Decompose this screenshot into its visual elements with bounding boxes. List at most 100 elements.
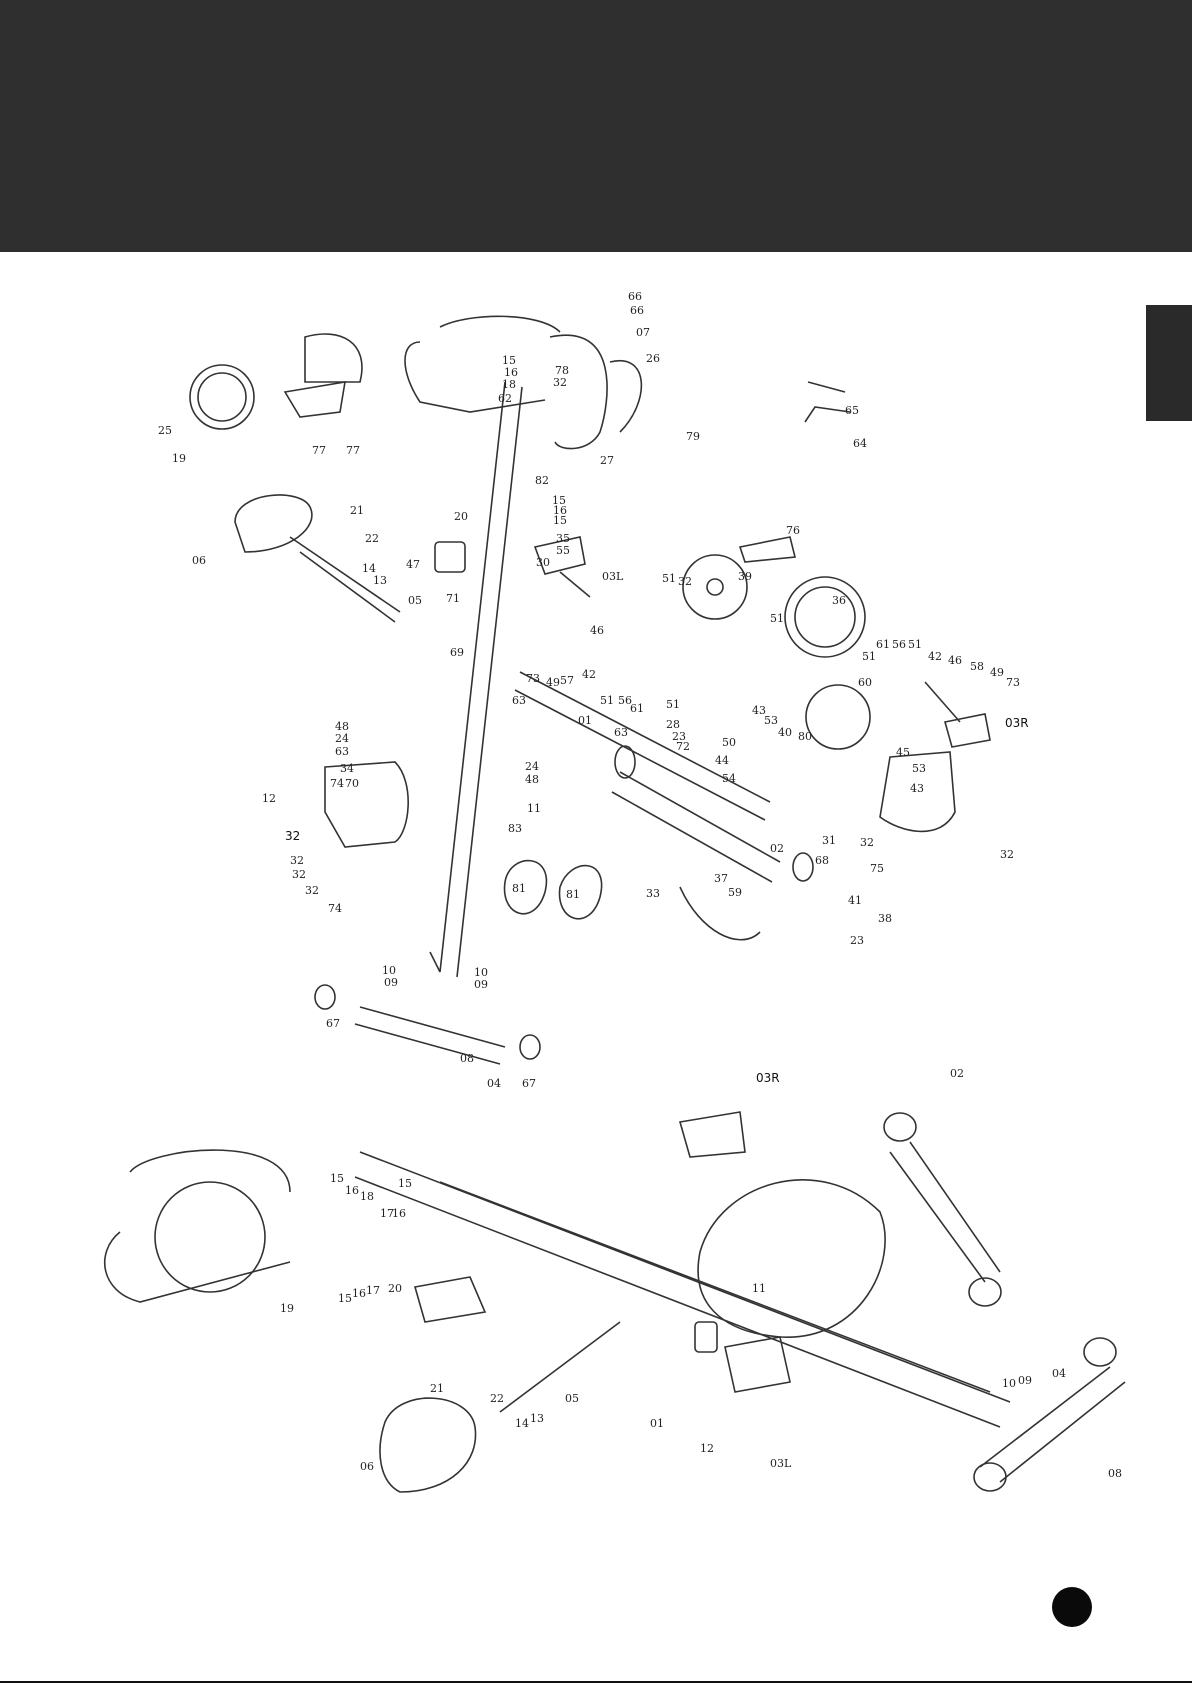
callout-label: 50 <box>722 736 736 749</box>
callout-label: 66 <box>628 290 642 303</box>
callout-label: 18 <box>502 378 516 391</box>
callout-label: 01 <box>650 1417 664 1430</box>
callout-label: 70 <box>345 777 359 790</box>
callout-label: 15 <box>553 514 567 527</box>
callout-label: 64 <box>853 437 867 450</box>
callout-label: 57 <box>560 674 574 687</box>
assembled-callouts: 19 15 16 18 15 16 15 16 17 17 20 21 22 1… <box>280 1067 1122 1480</box>
rear-frame-tube <box>519 671 771 803</box>
callout-label: 10 <box>382 964 396 977</box>
callout-label: 62 <box>498 392 512 405</box>
callout-label: 03L <box>770 1457 792 1470</box>
assembled-knob-12 <box>694 1321 718 1353</box>
callout-label: 60 <box>858 676 872 689</box>
header-band <box>0 0 1192 252</box>
callout-label: 06 <box>360 1460 374 1473</box>
callout-label: 32 <box>678 575 692 588</box>
pedal-left-03L <box>533 536 586 575</box>
callout-label: 67 <box>522 1077 536 1090</box>
callout-label: 26 <box>646 352 660 365</box>
side-cover-75 <box>879 751 956 833</box>
callout-label: 34 <box>340 762 354 775</box>
callout-label: 47 <box>406 558 420 571</box>
belt-81-a <box>503 859 548 915</box>
callout-label: 43 <box>910 782 924 795</box>
callout-label: 02 <box>950 1067 964 1080</box>
callout-label: 61 <box>876 638 890 651</box>
exploded-view <box>189 315 991 1065</box>
callout-label: 54 <box>722 772 736 785</box>
console-bracket <box>283 381 346 418</box>
end-cap-front-left <box>614 745 636 779</box>
belt-pulley-36 <box>784 576 866 658</box>
callout-label: 24 <box>335 732 349 745</box>
callout-label: 49 <box>990 666 1004 679</box>
callout-label: 65 <box>845 404 859 417</box>
cover-76 <box>738 536 797 563</box>
callout-label: 36 <box>832 594 846 607</box>
callout-label: 18 <box>360 1190 374 1203</box>
footer-rule <box>0 1681 1192 1683</box>
callout-label: 31 <box>822 834 836 847</box>
callout-label: 20 <box>388 1282 402 1295</box>
callout-label: 71 <box>446 592 460 605</box>
callout-label: 68 <box>815 854 829 867</box>
callout-label: 05 <box>408 594 422 607</box>
callout-label: 78 <box>555 364 569 377</box>
callout-label: 05 <box>565 1392 579 1405</box>
callout-label: 12 <box>262 792 276 805</box>
assembled-handlebar <box>104 1231 291 1303</box>
handlebar <box>404 341 546 413</box>
callout-label: 51 <box>600 694 614 707</box>
callout-label: 48 <box>525 773 539 786</box>
callout-label: 40 <box>778 726 792 739</box>
callout-label: 77 <box>346 444 360 457</box>
callout-label: 15 <box>338 1292 352 1305</box>
callout-label: 32 <box>860 836 874 849</box>
callout-label: 19 <box>172 452 186 465</box>
callout-label: 80 <box>798 730 812 743</box>
callout-label: 32 <box>553 376 567 389</box>
callout-label: 04 <box>487 1077 501 1090</box>
assembled-front-stabilizer <box>889 1151 986 1283</box>
callout-label: 04 <box>1052 1367 1066 1380</box>
callout-label: 03R <box>1005 716 1029 730</box>
tension-knob-47 <box>434 541 466 573</box>
callout-label: 10 <box>1002 1377 1016 1390</box>
console-display <box>189 364 255 430</box>
callout-label: 15 <box>552 494 566 507</box>
callout-label: 74 <box>330 777 344 790</box>
console-back-cover <box>304 333 363 383</box>
assembled-seat <box>379 1397 477 1493</box>
callout-label: 66 <box>630 304 644 317</box>
callout-label: 11 <box>527 802 541 815</box>
assembled-rear-stabilizer <box>979 1366 1111 1468</box>
seat <box>234 494 313 553</box>
callout-label: 42 <box>928 650 942 663</box>
callout-label: 06 <box>192 554 206 567</box>
callout-label: 56 <box>892 638 906 651</box>
callout-label: 49 <box>546 676 560 689</box>
callout-label: 02 <box>770 842 784 855</box>
callout-label: 35 <box>556 532 570 545</box>
exploded-callouts: 66 66 07 26 15 16 18 62 78 32 79 27 82 6… <box>158 290 1029 1090</box>
pedal-right-03R <box>943 713 991 748</box>
callout-label: 73 <box>526 672 540 685</box>
assembled-view <box>104 1111 1126 1493</box>
callout-label: 67 <box>326 1017 340 1030</box>
callout-label: 59 <box>728 886 742 899</box>
seat-post <box>289 536 401 613</box>
callout-label: 73 <box>1006 676 1020 689</box>
callout-label: 51 <box>908 638 922 651</box>
callout-label: 38 <box>878 912 892 925</box>
callout-label: 55 <box>556 544 570 557</box>
callout-label: 46 <box>590 624 604 637</box>
callout-label: 33 <box>646 887 660 900</box>
callout-label: 23 <box>672 730 686 743</box>
callout-label: 09 <box>384 976 398 989</box>
callout-label: 08 <box>1108 1467 1122 1480</box>
callout-label: 51 <box>666 698 680 711</box>
callout-label: 09 <box>1018 1374 1032 1387</box>
callout-label: 46 <box>948 654 962 667</box>
callout-label: 21 <box>430 1382 444 1395</box>
